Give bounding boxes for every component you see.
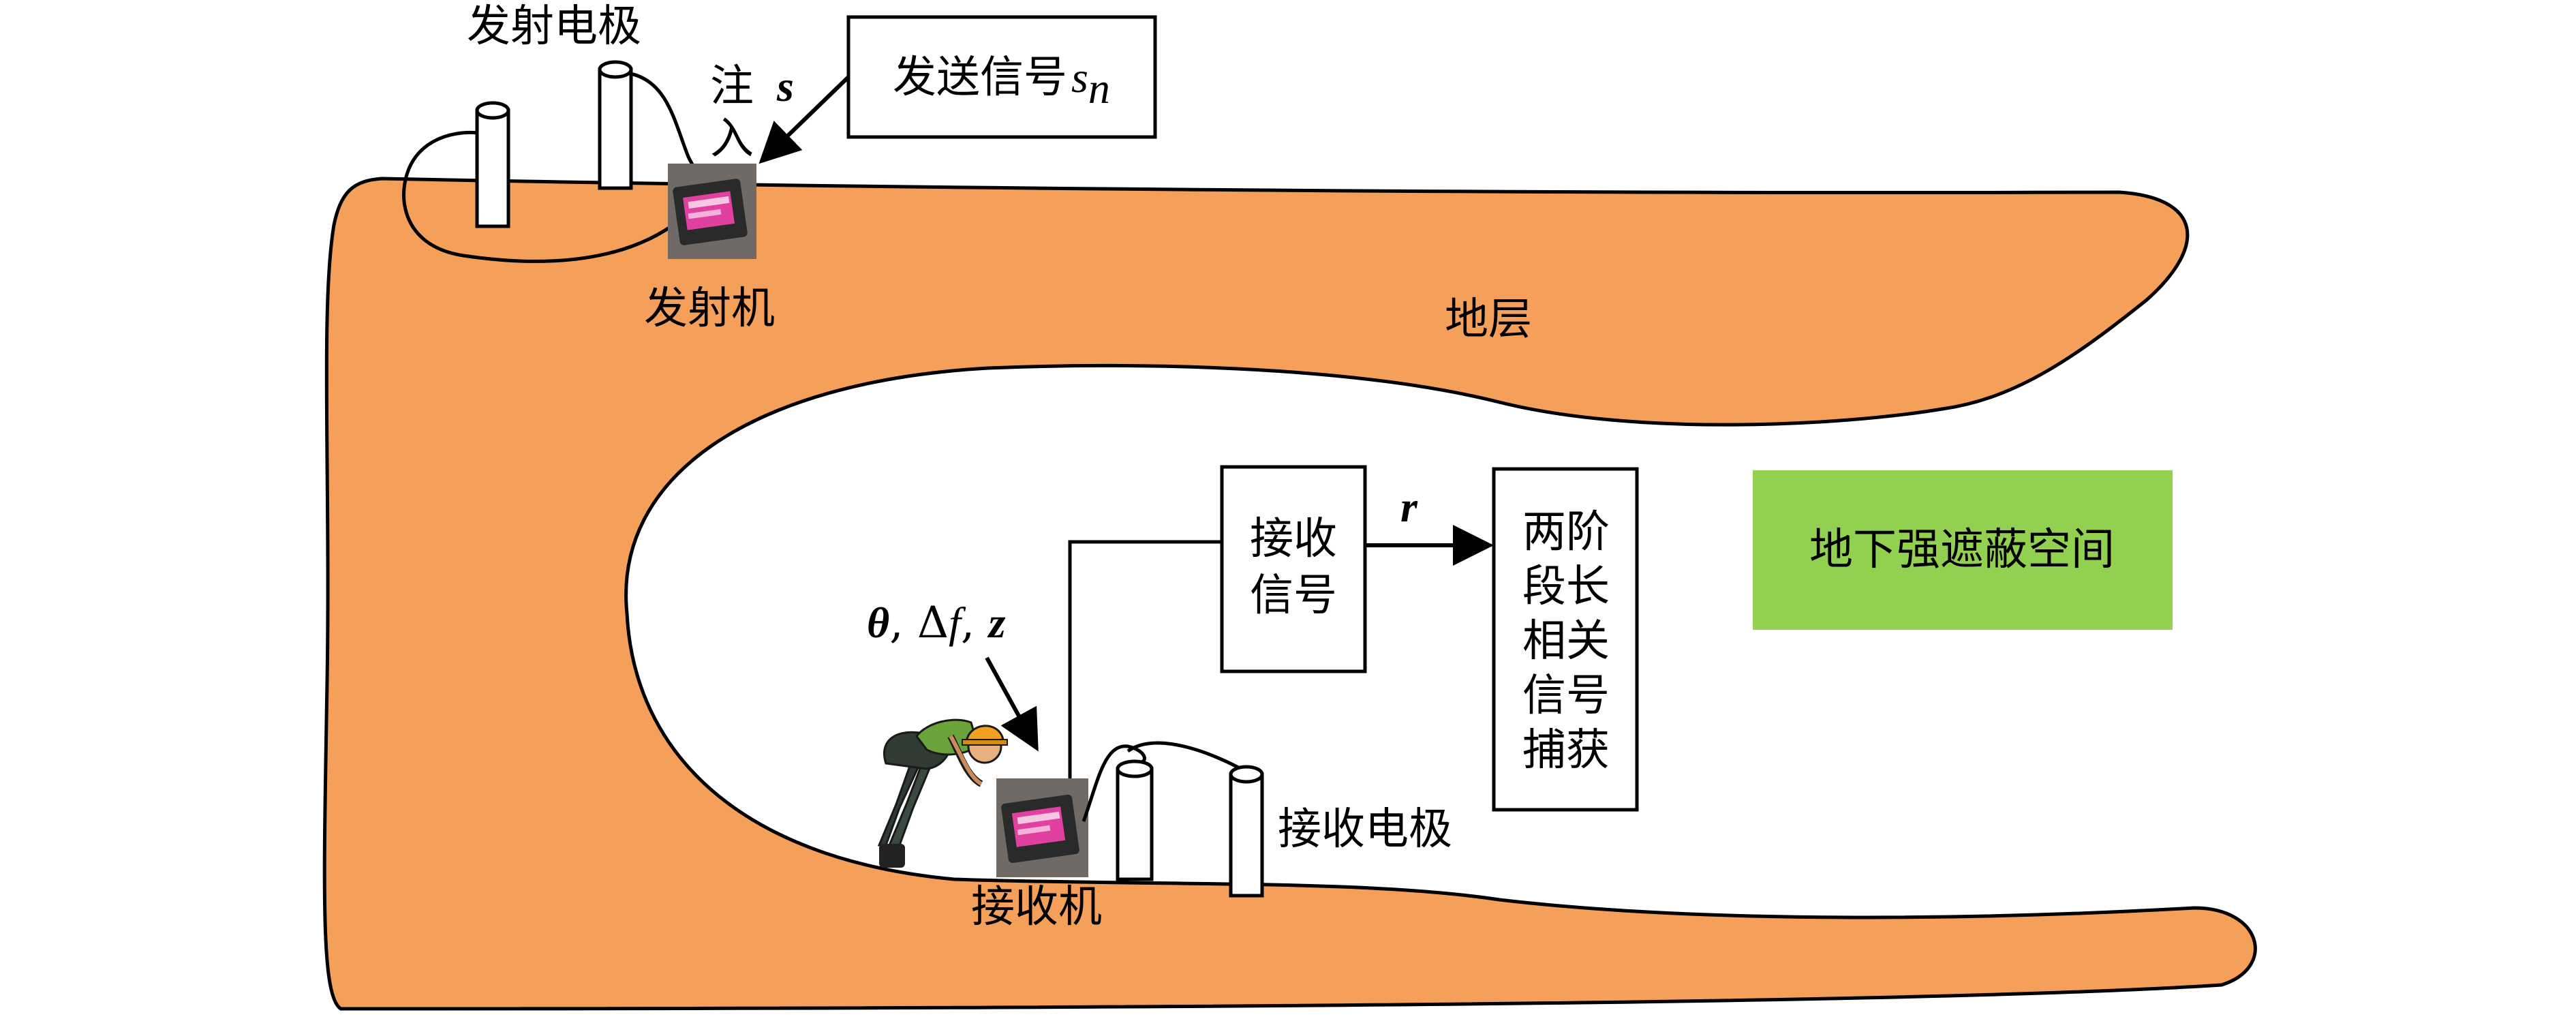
inject-label-2: 入 [710,114,754,164]
tx-wire-loop [402,130,673,263]
stratum-label: 地层 [1445,294,1532,345]
rx-wire-2 [1126,741,1247,774]
rx-electrode-left [1116,759,1154,881]
transmitter-device-icon [668,164,756,259]
rx-signal-line [1068,540,1223,780]
send-signal-box [846,15,1157,139]
capture-label-1: 两阶 [1522,507,1610,558]
stratum-shape [322,177,2257,1011]
rx-electrode-right [1229,765,1264,898]
receive-signal-box [1220,465,1367,673]
worker-figure-icon [877,718,1008,868]
inject-label-1: 注 [710,61,754,112]
space-label: 地下强遮蔽空间 [1809,525,2115,575]
params-arrow [985,656,1039,752]
transmitter-label: 发射机 [644,284,775,334]
send-signal-label: 发送信号sn [893,52,1110,112]
capture-label-4: 信号 [1522,671,1610,721]
inject-arrow [758,73,853,164]
rx-wire-1 [1082,744,1146,822]
params-label: θ, Δf, z [867,598,1006,648]
tx-electrode-right [598,60,633,190]
received-var: r [1400,483,1418,531]
receive-signal-label-1: 接收 [1250,514,1337,564]
tx-wire-upper [630,72,707,177]
capture-label-3: 相关 [1522,616,1610,667]
receiver-label: 接收机 [971,882,1102,932]
receiver-device-icon [996,778,1088,877]
tx-electrode-left [475,101,510,228]
tx-electrode-label: 发射电极 [467,1,641,52]
rx-electrode-label: 接收电极 [1278,804,1452,855]
space-label-box [1753,470,2173,630]
receive-signal-label-2: 信号 [1250,571,1337,621]
inject-signal-var: s [776,62,794,110]
capture-box [1492,467,1639,812]
capture-label-5: 捕获 [1522,725,1610,776]
capture-label-2: 段长 [1522,562,1610,612]
